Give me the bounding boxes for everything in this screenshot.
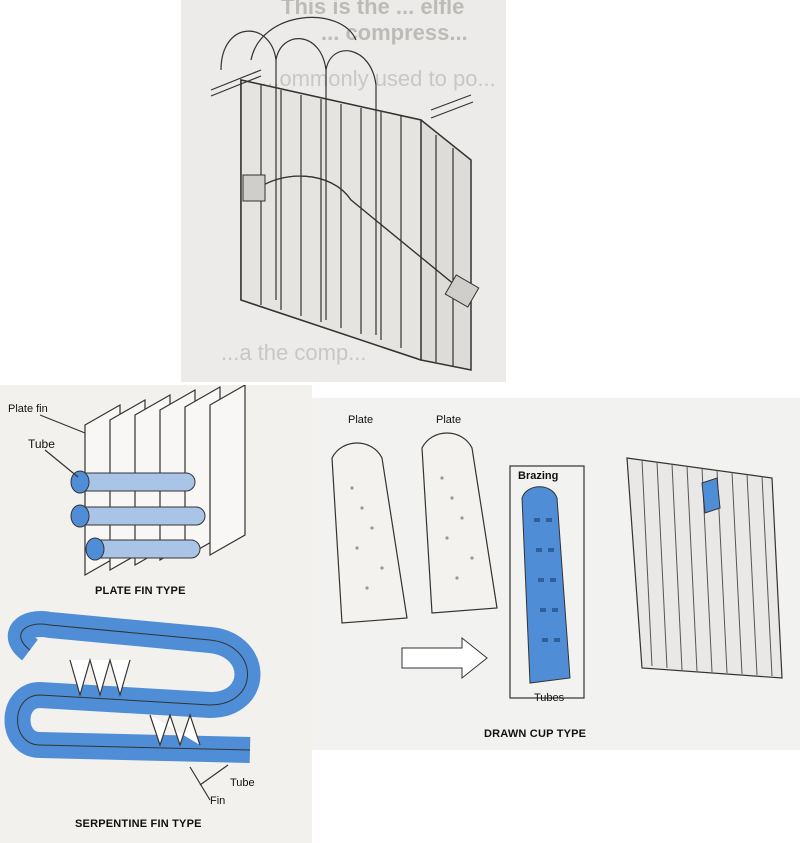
bg-text-line: This is the ... elfle	[281, 0, 465, 19]
plate-fin-label: Plate fin	[8, 403, 48, 415]
brazing-label: Brazing	[518, 470, 559, 482]
serpentine-fin-drawing	[4, 611, 261, 801]
serpentine-tube-label: Tube	[230, 777, 255, 789]
tube-label: Tube	[28, 437, 55, 451]
drawn-cup-panel: Plate Plate Brazing Tubes DRAWN CUP TYPE	[312, 398, 800, 750]
plate-left-label: Plate	[348, 414, 374, 426]
plate-right-shape	[421, 432, 498, 614]
plate-fin-caption: PLATE FIN TYPE	[95, 585, 186, 597]
tubes-label: Tubes	[534, 692, 565, 704]
evaporator-core-drawing	[210, 16, 480, 371]
plate-fin-tubes	[70, 470, 206, 561]
bg-text-line: ...ommonly used to po...	[261, 66, 496, 91]
plate-right-label: Plate	[436, 414, 462, 426]
evaporator-illustration-panel: This is the ... elfle ... compress... ..…	[181, 0, 506, 382]
serpentine-fin-caption: SERPENTINE FIN TYPE	[75, 818, 202, 830]
assembled-core	[626, 457, 783, 679]
drawn-cup-caption: DRAWN CUP TYPE	[484, 728, 587, 740]
drawn-cup-drawing	[331, 432, 783, 699]
bg-text-line: ...a the comp...	[221, 340, 367, 365]
plate-and-serpentine-panel: Plate fin Tube PLATE FIN TYPE Tube Fin S…	[0, 385, 312, 843]
brazed-tube-shape	[521, 486, 571, 684]
bg-text-line: ... compress...	[321, 20, 468, 45]
plate-left-shape	[331, 442, 408, 624]
serpentine-fin-label: Fin	[210, 795, 226, 807]
plate-fin-drawing	[4, 385, 261, 801]
